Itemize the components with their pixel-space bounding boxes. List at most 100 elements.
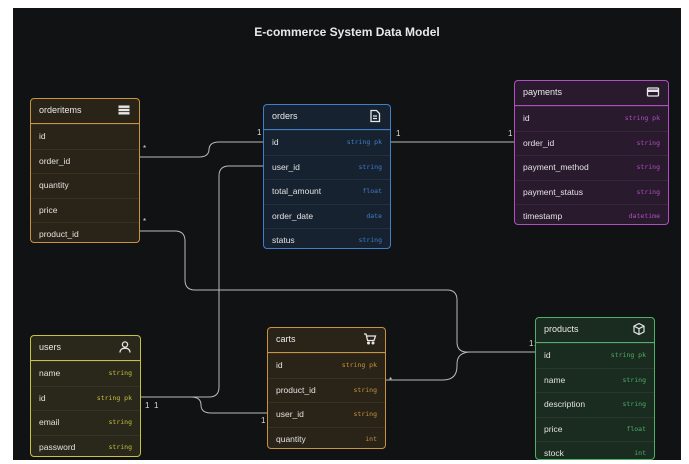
entity-name: orders — [272, 111, 298, 121]
field-type: string — [636, 187, 660, 196]
cardinality-label: 1 — [529, 339, 534, 348]
entity-field-row[interactable]: id string pk — [264, 130, 390, 155]
cardinality-label: 1 — [508, 129, 513, 138]
entity-field-row[interactable]: order_id string — [515, 130, 668, 156]
entity-field-row[interactable]: email string — [31, 410, 140, 435]
cardinality-label: * — [143, 144, 146, 153]
entity-field-row[interactable]: order_id — [31, 148, 139, 174]
entity-field-row[interactable]: total_amount float — [264, 179, 390, 204]
field-type: string pk — [610, 351, 646, 359]
field-name: id — [523, 113, 530, 123]
list-icon — [118, 105, 130, 115]
entity-field-row[interactable]: password string — [31, 434, 140, 460]
field-type: int — [365, 434, 377, 443]
entity-field-row[interactable]: product_id — [31, 222, 139, 247]
field-name: order_id — [523, 137, 555, 148]
field-type: int — [634, 449, 646, 457]
field-name: price — [39, 204, 58, 215]
cardinality-label: 1 — [396, 129, 401, 138]
field-type: string pk — [341, 361, 377, 369]
entity-header: carts — [268, 328, 385, 353]
user-icon — [119, 341, 131, 353]
entity-field-row[interactable]: timestamp datetime — [515, 204, 668, 229]
field-name: payment_method — [523, 162, 589, 172]
field-name: payment_status — [523, 186, 584, 197]
relationship-line-users-carts — [141, 396, 267, 414]
credit-card-icon — [646, 87, 660, 97]
field-name: id — [39, 131, 46, 141]
field-name: id — [272, 137, 279, 147]
entity-field-row[interactable]: id string pk — [515, 106, 668, 131]
entity-field-row[interactable]: id string pk — [31, 385, 140, 411]
field-name: price — [544, 423, 563, 434]
entity-field-row[interactable]: product_id string — [268, 377, 385, 403]
field-name: product_id — [276, 384, 316, 395]
entity-name: carts — [276, 334, 296, 344]
entity-field-row[interactable]: quantity — [31, 173, 139, 198]
field-type: string — [622, 375, 646, 384]
cart-icon — [364, 333, 377, 345]
relationship-line-users-orders — [141, 165, 263, 398]
cardinality-label: * — [143, 217, 146, 226]
entity-field-row[interactable]: name string — [31, 361, 140, 386]
field-type: string pk — [96, 393, 132, 402]
field-name: order_date — [272, 210, 314, 221]
relationship-line-carts-products — [386, 351, 535, 381]
entity-field-row[interactable]: payment_method string — [515, 155, 668, 180]
field-name: email — [39, 417, 60, 427]
entity-header: orders — [264, 105, 390, 130]
field-name: name — [39, 368, 61, 378]
field-type: string — [108, 418, 132, 426]
field-type: string — [108, 442, 132, 451]
field-type: string — [636, 163, 660, 171]
relationship-line-orderitems-orders — [140, 141, 263, 158]
entity-field-row[interactable]: order_date date — [264, 203, 390, 229]
entity-name: products — [544, 324, 579, 334]
field-name: total_amount — [272, 186, 322, 196]
cardinality-label: * — [389, 376, 392, 385]
relationship-line-orderitems-products — [140, 230, 535, 353]
field-type: datetime — [628, 212, 660, 220]
field-type: string — [622, 400, 646, 408]
field-type: float — [362, 187, 382, 195]
document-icon — [370, 109, 381, 123]
field-type: string — [353, 385, 377, 394]
cardinality-label: 1 — [154, 401, 159, 410]
entity-field-row[interactable]: price — [31, 197, 139, 223]
box-icon — [633, 322, 645, 336]
field-type: date — [366, 211, 382, 220]
entity-field-row[interactable]: id — [31, 124, 139, 149]
field-type: string — [636, 138, 660, 147]
field-name: id — [39, 392, 46, 403]
field-type: string pk — [624, 114, 660, 122]
field-type: string — [358, 236, 382, 244]
entity-name: users — [39, 342, 62, 352]
entity-header: users — [31, 336, 140, 361]
entity-name: payments — [523, 87, 563, 97]
field-type: string — [108, 369, 132, 377]
cardinality-label: 1 — [261, 416, 266, 425]
entity-field-row[interactable]: payment_status string — [515, 179, 668, 205]
cardinality-label: 1 — [145, 401, 150, 410]
diagram-title: E-commerce System Data Model — [254, 25, 440, 39]
field-name: password — [39, 441, 76, 452]
field-type: string pk — [346, 138, 382, 146]
field-name: timestamp — [523, 211, 563, 221]
field-name: order_id — [39, 155, 71, 166]
